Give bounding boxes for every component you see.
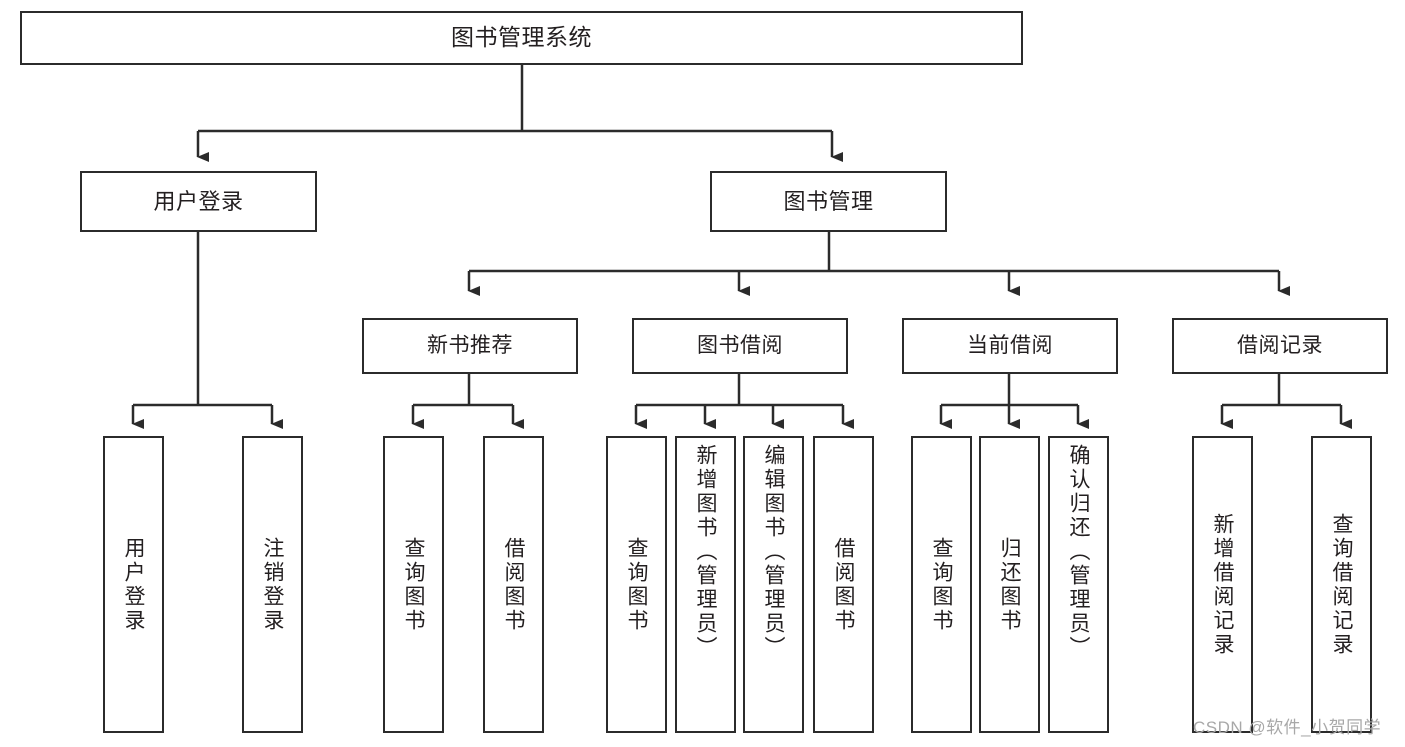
node-root-book-management-system[interactable]: 图书管理系统 <box>20 11 1023 65</box>
node-label: 图书管理系统 <box>451 24 592 51</box>
leaf-add-book-admin[interactable]: 新增图书（管理员） <box>675 436 736 733</box>
node-label: 借阅图书 <box>502 536 525 633</box>
node-label: 归还图书 <box>998 536 1021 633</box>
node-label: 图书借阅 <box>697 333 783 357</box>
node-current-borrowing[interactable]: 当前借阅 <box>902 318 1118 374</box>
node-label: 查询图书 <box>930 536 953 633</box>
node-label: 新书推荐 <box>427 333 513 357</box>
node-borrowing-records[interactable]: 借阅记录 <box>1172 318 1388 374</box>
node-label: 用户登录 <box>153 188 244 214</box>
node-new-book-recommendation[interactable]: 新书推荐 <box>362 318 578 374</box>
node-user-login[interactable]: 用户登录 <box>80 171 317 232</box>
leaf-query-books-recommendation[interactable]: 查询图书 <box>383 436 444 733</box>
leaf-add-borrowing-record[interactable]: 新增借阅记录 <box>1192 436 1253 733</box>
leaf-borrow-books-borrowing[interactable]: 借阅图书 <box>813 436 874 733</box>
leaf-return-books[interactable]: 归还图书 <box>979 436 1040 733</box>
leaf-edit-book-admin[interactable]: 编辑图书（管理员） <box>743 436 804 733</box>
leaf-query-books-borrowing[interactable]: 查询图书 <box>606 436 667 733</box>
node-label: 查询借阅记录 <box>1330 512 1353 657</box>
node-book-management[interactable]: 图书管理 <box>710 171 947 232</box>
node-label: 当前借阅 <box>967 333 1053 357</box>
node-label: 借阅记录 <box>1237 333 1323 357</box>
node-label: 确认归还（管理员） <box>1067 444 1090 660</box>
leaf-confirm-return-admin[interactable]: 确认归还（管理员） <box>1048 436 1109 733</box>
node-label: 查询图书 <box>625 536 648 633</box>
node-book-borrowing[interactable]: 图书借阅 <box>632 318 848 374</box>
node-label: 图书管理 <box>783 188 874 214</box>
node-label: 注销登录 <box>261 536 284 633</box>
watermark-text: CSDN @软件_小贺同学 <box>1193 718 1382 737</box>
leaf-query-borrowing-record[interactable]: 查询借阅记录 <box>1311 436 1372 733</box>
node-label: 新增借阅记录 <box>1211 512 1234 657</box>
node-label: 查询图书 <box>402 536 425 633</box>
leaf-logout[interactable]: 注销登录 <box>242 436 303 733</box>
node-label: 新增图书（管理员） <box>694 444 717 660</box>
node-label: 借阅图书 <box>832 536 855 633</box>
leaf-query-books-current[interactable]: 查询图书 <box>911 436 972 733</box>
leaf-user-login[interactable]: 用户登录 <box>103 436 164 733</box>
node-label: 用户登录 <box>122 536 145 633</box>
node-label: 编辑图书（管理员） <box>762 444 785 660</box>
leaf-borrow-books-recommendation[interactable]: 借阅图书 <box>483 436 544 733</box>
